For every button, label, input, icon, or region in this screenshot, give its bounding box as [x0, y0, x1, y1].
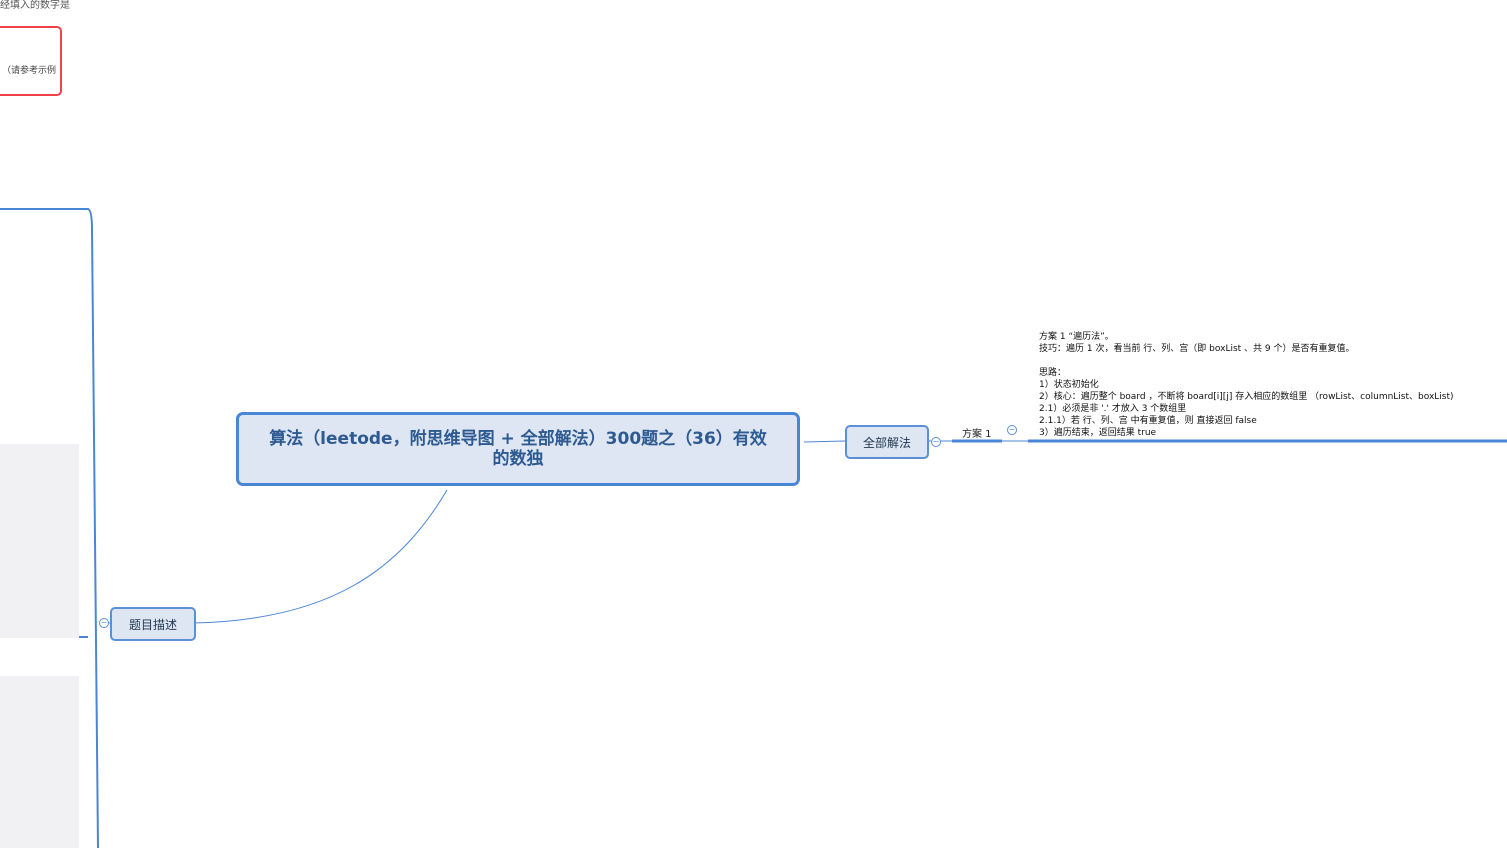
subtopic-solution-1[interactable]: 方案 1	[962, 429, 992, 440]
offscreen-text: 经填入的数字是	[0, 0, 70, 11]
topic-label: 题目描述	[128, 617, 177, 632]
solution-1-note[interactable]: 方案 1 “遍历法”。 技巧：遍历 1 次，看当前 行、列、宫（即 boxLis…	[1039, 332, 1454, 438]
collapse-icon[interactable]: −	[931, 437, 941, 447]
topic-description[interactable]: 题目描述	[110, 607, 196, 641]
collapse-icon[interactable]: −	[1007, 425, 1017, 435]
highlight-box-text: （请参考示例	[2, 66, 57, 76]
collapse-icon[interactable]: −	[99, 618, 109, 628]
topic-label: 全部解法	[862, 435, 911, 450]
root-topic[interactable]: 算法（leetode，附思维导图 + 全部解法）300题之（36）有效的数独	[236, 412, 800, 486]
highlight-box	[0, 26, 62, 96]
image-placeholder	[0, 444, 79, 638]
root-title: 算法（leetode，附思维导图 + 全部解法）300题之（36）有效的数独	[269, 429, 767, 469]
topic-all-solutions[interactable]: 全部解法	[845, 425, 929, 459]
image-placeholder	[0, 676, 79, 848]
